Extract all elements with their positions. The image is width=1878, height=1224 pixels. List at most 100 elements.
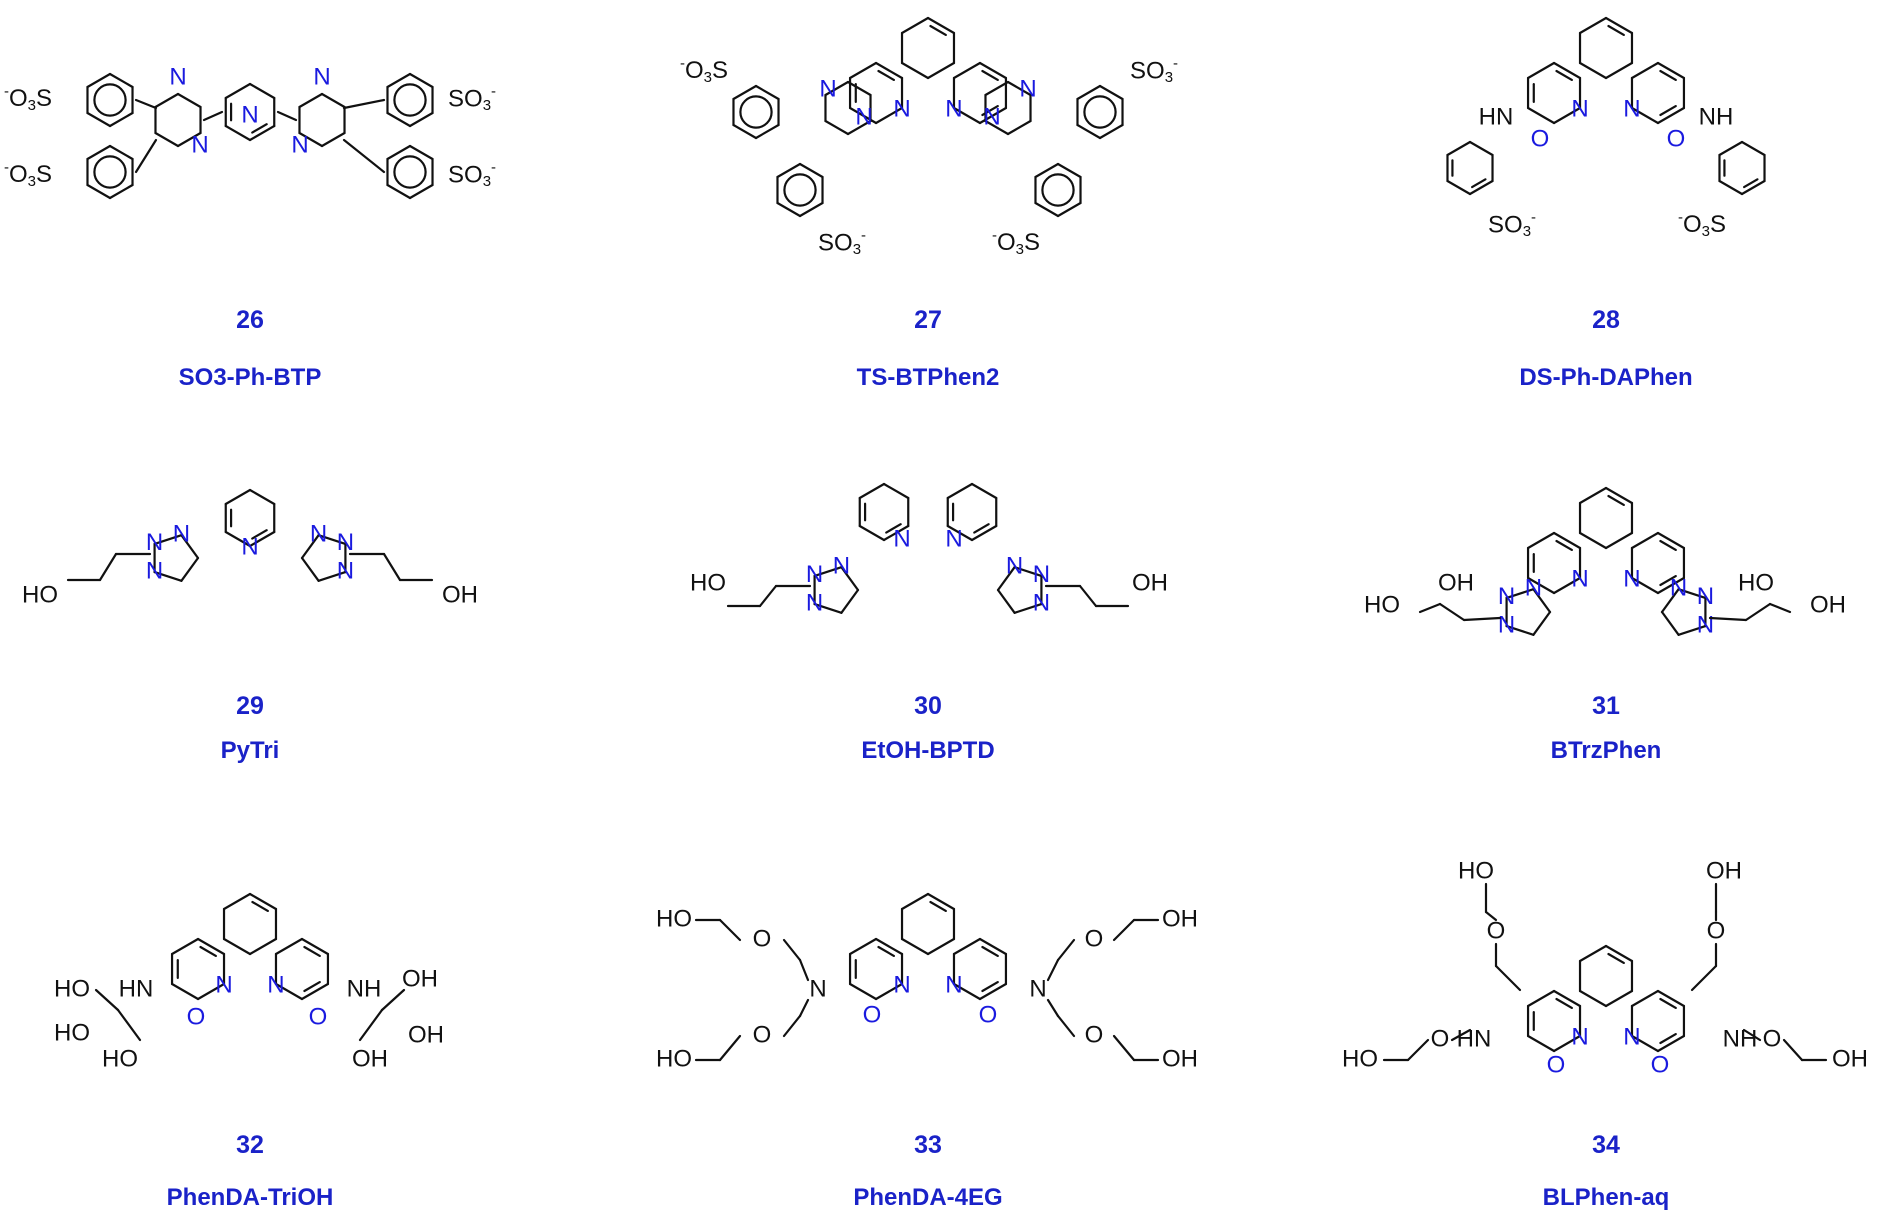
- bond: [848, 937, 878, 956]
- bond: [952, 61, 982, 80]
- compound-number-29: 29: [236, 692, 264, 720]
- bond: [1468, 140, 1494, 157]
- hydroxyl-group: HO: [54, 975, 90, 1002]
- bond: [224, 488, 252, 506]
- bond: [1418, 602, 1442, 614]
- oxygen-atom: O: [1531, 125, 1550, 152]
- bond: [342, 98, 386, 110]
- bond: [382, 552, 402, 582]
- hydroxyl-group: OH: [1438, 569, 1474, 596]
- bond: [1604, 531, 1634, 550]
- bond: [798, 162, 824, 179]
- nh-group: NH: [1723, 1025, 1758, 1052]
- bond: [251, 529, 268, 540]
- bond: [1526, 531, 1556, 550]
- bond: [1630, 106, 1660, 125]
- ether-oxygen: O: [1431, 1025, 1450, 1052]
- bond: [1659, 997, 1677, 1009]
- bond: [732, 84, 758, 101]
- bond: [1656, 531, 1686, 550]
- bond: [1578, 61, 1608, 80]
- bond: [877, 69, 895, 81]
- bond: [251, 900, 269, 912]
- nitrogen-atom: N: [945, 971, 962, 998]
- ether-oxygen: O: [1085, 925, 1104, 952]
- bond: [1690, 964, 1718, 992]
- nitrogen-atom: N: [1571, 565, 1588, 592]
- bond: [1462, 616, 1502, 622]
- nitrogen-atom: N: [1697, 583, 1714, 610]
- bond: [798, 998, 810, 1018]
- compound-name-30: EtOH-BPTD: [861, 737, 994, 764]
- bond: [358, 1008, 384, 1042]
- compound-number-26: 26: [236, 306, 264, 334]
- bond: [153, 571, 183, 582]
- nh-group: HN: [119, 975, 154, 1002]
- nitrogen-atom: N: [146, 557, 163, 584]
- bond: [782, 938, 802, 962]
- bond: [248, 124, 276, 142]
- nitrogen-atom: N: [1623, 1023, 1640, 1050]
- compound-number-28: 28: [1592, 306, 1620, 334]
- bond: [946, 524, 974, 542]
- bond: [180, 556, 200, 582]
- ether-oxygen: O: [1707, 917, 1726, 944]
- bond: [1718, 179, 1744, 196]
- nitrogen-atom: N: [1498, 583, 1515, 610]
- nitrogen-atom: N: [313, 63, 330, 90]
- bond: [224, 82, 252, 100]
- bond: [170, 982, 200, 1001]
- bond: [170, 937, 200, 956]
- hydroxyl-group: HO: [54, 1019, 90, 1046]
- bond: [1677, 625, 1707, 636]
- bond: [134, 98, 158, 110]
- compound-name-28: DS-Ph-DAPhen: [1519, 364, 1692, 391]
- bond: [1505, 588, 1535, 599]
- nitrogen-atom: N: [1006, 553, 1023, 580]
- bond: [874, 982, 904, 1001]
- bond: [1578, 531, 1608, 550]
- bond: [1526, 576, 1556, 595]
- bond: [926, 892, 956, 911]
- hydroxyl-group: HO: [690, 569, 726, 596]
- bond: [1555, 997, 1573, 1009]
- bond: [1098, 84, 1124, 101]
- bond: [1552, 1034, 1582, 1053]
- bond: [874, 61, 904, 80]
- bond: [380, 988, 406, 1012]
- bond: [1446, 140, 1472, 157]
- bond: [196, 982, 226, 1001]
- bond: [408, 72, 434, 89]
- bond: [840, 566, 860, 592]
- bond: [224, 530, 252, 548]
- bond: [1578, 486, 1608, 505]
- bond: [1578, 944, 1608, 963]
- nh-group: NH: [1699, 103, 1734, 130]
- bond: [1630, 989, 1660, 1008]
- bond: [408, 183, 434, 200]
- hydroxyl-group: OH: [1162, 1045, 1198, 1072]
- bond: [1656, 1034, 1686, 1053]
- bond: [108, 111, 134, 128]
- bond: [798, 201, 824, 218]
- bond: [900, 892, 930, 911]
- compound-name-29: PyTri: [221, 737, 280, 764]
- bond: [1656, 106, 1686, 125]
- bond: [981, 981, 999, 993]
- bond: [1708, 616, 1748, 622]
- aromatic-circle: [93, 83, 127, 117]
- bond: [1552, 989, 1582, 1008]
- nitrogen-atom: N: [337, 529, 354, 556]
- nitrogen-atom: N: [893, 971, 910, 998]
- nitrogen-atom: N: [173, 521, 190, 548]
- bond: [108, 144, 134, 161]
- bond: [946, 482, 974, 500]
- compound-name-31: BTrzPhen: [1551, 737, 1662, 764]
- bond: [222, 892, 252, 911]
- bond: [1552, 576, 1582, 595]
- bond: [298, 131, 324, 148]
- bond: [1034, 162, 1060, 179]
- oxygen-atom: O: [187, 1003, 206, 1030]
- bond: [900, 61, 930, 80]
